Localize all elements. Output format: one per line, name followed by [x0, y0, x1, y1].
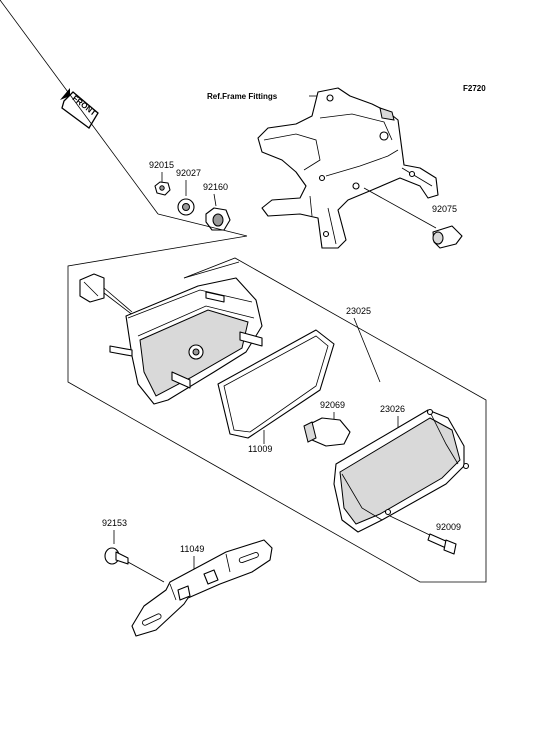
part-11009-gasket: 11009 [217, 329, 335, 454]
part-number-92015: 92015 [149, 160, 174, 170]
leader-23025 [353, 317, 381, 383]
part-23026-lens: 23026 [333, 404, 470, 533]
part-number-92069: 92069 [320, 400, 345, 410]
part-92027-washer: 92027 [176, 168, 201, 216]
part-92075-bushing: 92075 [363, 187, 463, 249]
part-number-23025: 23025 [346, 306, 371, 316]
figure-code: F2720 [463, 84, 486, 93]
part-number-92027: 92027 [176, 168, 201, 178]
part-92009-screw: 92009 [389, 515, 461, 555]
part-number-92153: 92153 [102, 518, 127, 528]
part-92153-bolt: 92153 [102, 518, 165, 583]
part-92160-grommet: 92160 [203, 182, 231, 231]
part-number-11009: 11009 [248, 444, 272, 454]
part-92069-bulb: 92069 [303, 400, 351, 447]
part-number-92009: 92009 [436, 522, 461, 532]
tail-light-base-housing [79, 273, 263, 405]
part-92015-nut: 92015 [149, 160, 174, 196]
part-number-23026: 23026 [380, 404, 405, 414]
part-number-11049: 11049 [180, 544, 204, 554]
part-11049-bracket: 11049 [131, 539, 273, 637]
assembly-outline-box [0, 0, 487, 583]
part-number-92160: 92160 [203, 182, 228, 192]
frame-bracket [257, 87, 439, 249]
front-arrow-badge: FRONT [60, 88, 99, 129]
ref-frame-fittings-label: Ref.Frame Fittings [207, 92, 278, 101]
part-number-92075: 92075 [432, 204, 457, 214]
